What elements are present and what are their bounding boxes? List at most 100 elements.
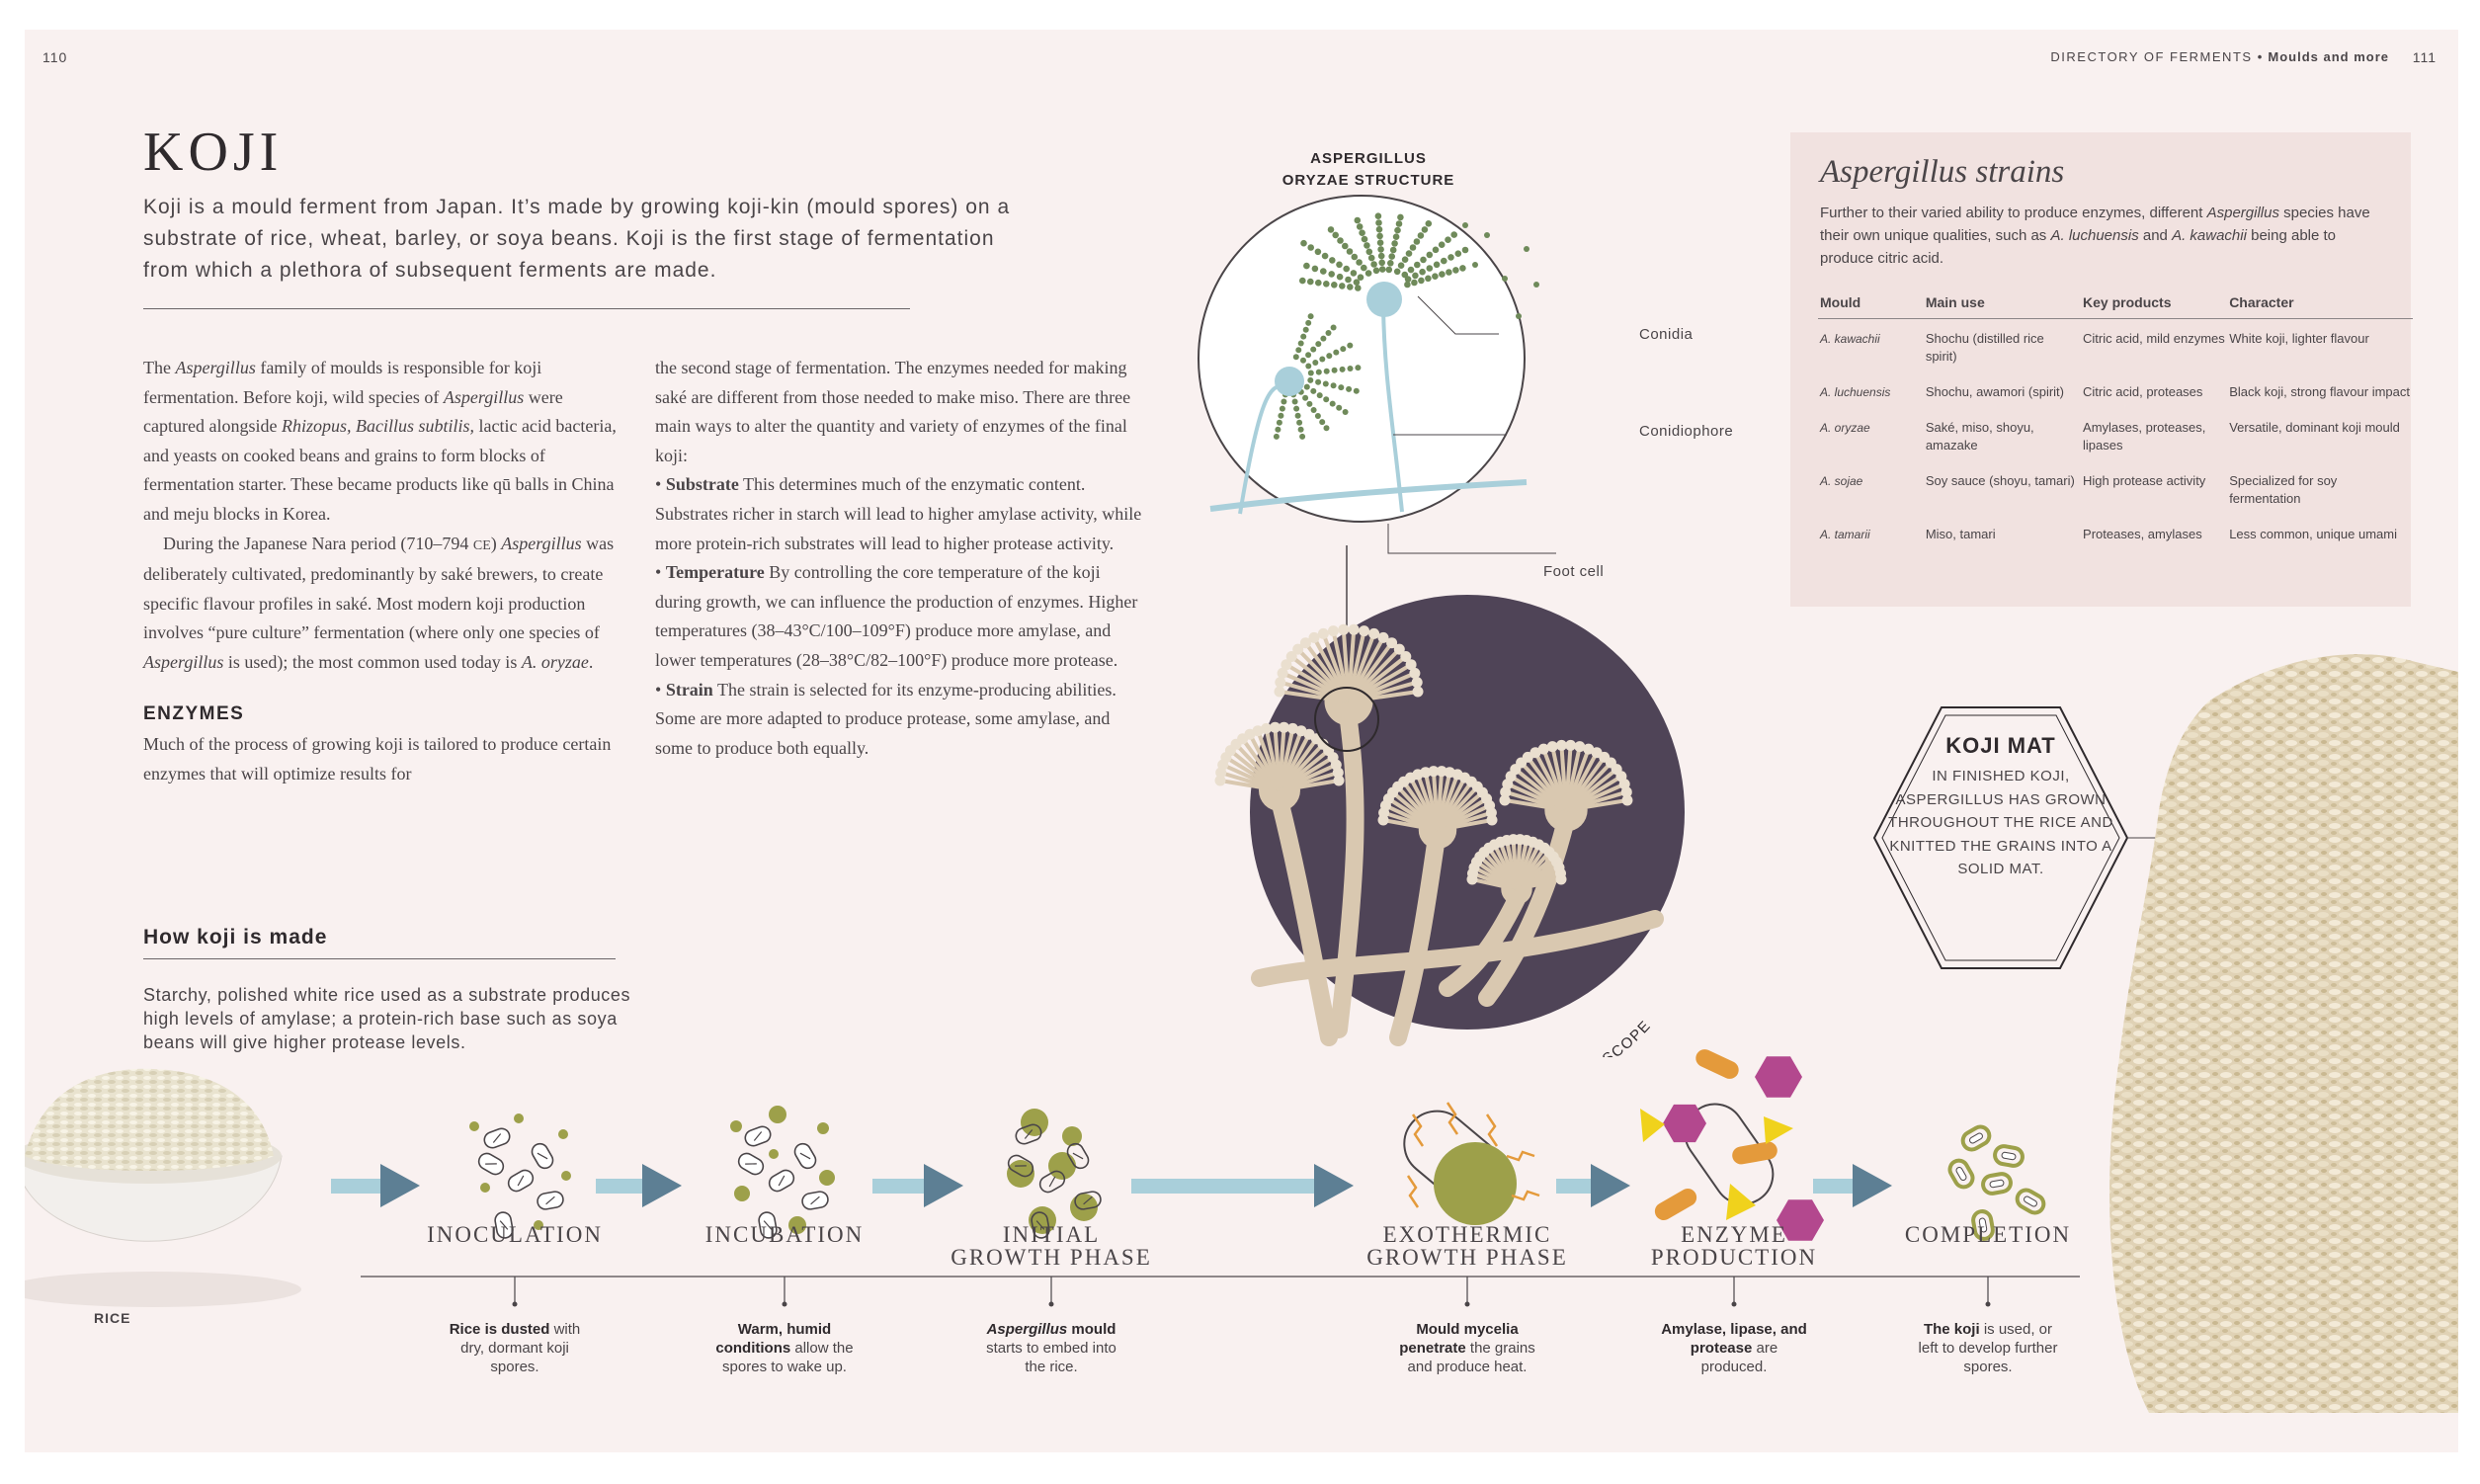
stage-caption: Aspergillus mould starts to embed into t… [933, 1320, 1170, 1376]
stage-name-line1: EXOTHERMIC [1382, 1222, 1552, 1247]
table-cell: White koji, lighter flavour [2229, 331, 2369, 346]
bullet-text: This determines much of the enzymatic co… [655, 474, 1142, 553]
strains-sidebar: Aspergillus strains Further to their var… [1790, 132, 2413, 607]
conidiophore-label: Conidiophore [1639, 423, 1734, 440]
table-cell: Shochu, awamori (spirit) [1925, 384, 2064, 399]
enzyme-bullets: • Substrate This determines much of the … [655, 470, 1149, 763]
table-row: A. tamarii Miso, tamari Proteases, amylase… [1818, 515, 2413, 550]
conidia-leader [1417, 295, 1499, 335]
text-run: Further to their varied ability to produ… [1820, 205, 2207, 221]
running-head: DIRECTORY OF FERMENTS • Moulds and more [2050, 49, 2389, 64]
caption-run: Rice is dusted [449, 1321, 550, 1338]
text-run: lactic acid bacteria, and yeasts on cook… [143, 416, 617, 524]
process-diagram [331, 1049, 2080, 1307]
foot-cell-leader [1387, 524, 1556, 554]
caption-run: Aspergillus [986, 1321, 1068, 1338]
right-folio: 111 [2412, 49, 2437, 65]
intro-rule [143, 308, 910, 309]
conidiophore-illustration [1209, 282, 1528, 515]
zoom-ring [1314, 687, 1379, 752]
bullet-text: By controlling the core temperature of t… [655, 562, 1138, 670]
process-icons [469, 1049, 2046, 1241]
stage-caption: Rice is dusted with dry, dormant koji sp… [396, 1320, 633, 1376]
process-heading: How koji is made [143, 926, 328, 948]
stage-caption: The koji is used, or left to develop fur… [1869, 1320, 2107, 1376]
intro-text: Koji is a mould ferment from Japan. It’s… [143, 196, 1011, 282]
running-head-bullet: • [2257, 49, 2264, 64]
caption-run: Warm, humid conditions [715, 1321, 832, 1357]
table-body: A. kawachii Shochu (distilled rice spirit… [1818, 319, 2413, 551]
koji-mat-text: IN FINISHED KOJI, ASPERGILLUS HAS GROWN … [1888, 768, 2113, 877]
caption-run: Amylase, lipase, and protease [1661, 1321, 1807, 1357]
stage-name: INCUBATION [646, 1223, 923, 1246]
enzymes-text: Much of the process of growing koji is t… [143, 734, 612, 783]
diagram-heading-line2: ORYZAE STRUCTURE [1281, 172, 1455, 189]
stage-name-line2: GROWTH PHASE [951, 1245, 1152, 1270]
stage-caption: Amylase, lipase, and protease are produc… [1615, 1320, 1853, 1376]
italic-term: Aspergillus [2206, 205, 2279, 221]
rice-bowl-photo [25, 1068, 301, 1307]
col1-paragraphs: The Aspergillus family of moulds is resp… [143, 354, 627, 678]
body-column-2: the second stage of fermentation. The en… [655, 354, 1149, 763]
table-cell: Amylases, proteases, lipases [2083, 420, 2206, 453]
text-run: During the Japanese Nara period (710–794 [163, 533, 473, 553]
table-cell: Specialized for soy fermentation [2229, 473, 2338, 506]
italic-term: Aspergillus [443, 386, 525, 407]
hex-outer [1872, 706, 2129, 969]
table-cell: Less common, unique umami [2229, 527, 2397, 541]
text-run: ) [490, 533, 502, 553]
table-cell: Citric acid, mild enzymes [2083, 331, 2225, 346]
bullet-term: Substrate [665, 474, 739, 495]
table-row: A. kawachii Shochu (distilled rice spirit… [1818, 319, 2413, 373]
bullet-mark: • [655, 562, 666, 583]
sidebar-intro: Further to their varied ability to produ… [1820, 202, 2393, 270]
bullet-item: • Substrate This determines much of the … [655, 470, 1149, 558]
caption-run: with dry, dormant koji spores. [460, 1321, 581, 1375]
table-cell: Soy sauce (shoyu, tamari) [1925, 473, 2075, 488]
stage-name: COMPLETION [1850, 1223, 2126, 1246]
enzymes-heading: ENZYMES [143, 702, 245, 724]
text-run: were captured alongside [143, 386, 563, 437]
table-cell: A. sojae [1820, 474, 1863, 488]
sidebar-title: Aspergillus strains [1820, 154, 2065, 190]
table-cell: Proteases, amylases [2083, 527, 2202, 541]
stage-name-line1: COMPLETION [1904, 1222, 2072, 1247]
bullet-mark: • [655, 679, 666, 700]
process-text: Starchy, polished white rice used as a s… [143, 985, 631, 1052]
timeline-ticks [512, 1277, 1991, 1307]
stage-caption: Mould mycelia penetrate the grains and p… [1349, 1320, 1586, 1376]
stage-name-line1: INCUBATION [704, 1222, 865, 1247]
text-run: . [588, 651, 594, 672]
italic-term: Aspergillus [501, 533, 582, 553]
table-cell: Shochu (distilled rice spirit) [1925, 331, 2044, 364]
bullet-item: • Temperature By controlling the core te… [655, 558, 1149, 675]
process-arrows [331, 1164, 1892, 1207]
conidia-cluster-large [1299, 212, 1539, 319]
body-column-1: The Aspergillus family of moulds is resp… [143, 354, 627, 788]
col2-intro: the second stage of fermentation. The en… [655, 358, 1131, 465]
text-run: CE [472, 537, 491, 553]
italic-term: Rhizopus, Bacillus subtilis, [281, 416, 474, 437]
text-run: species have their own unique qualities,… [1820, 205, 2370, 244]
text-run: being able to produce citric acid. [1820, 227, 2337, 267]
foot-cell-label: Foot cell [1543, 563, 1605, 580]
table-cell: Miso, tamari [1925, 527, 1996, 541]
koji-block-photo [2109, 654, 2458, 1413]
diagram-heading: ASPERGILLUS ORYZAE STRUCTURE [1260, 148, 1477, 192]
table-cell: Versatile, dominant koji mould [2229, 420, 2400, 435]
left-folio: 110 [42, 49, 68, 65]
running-head-chapter: Moulds and more [2268, 49, 2389, 64]
page-title: KOJI [143, 122, 284, 183]
text-run: family of moulds is responsible for koji… [143, 358, 542, 407]
table-cell: Black koji, strong flavour impact [2229, 384, 2410, 399]
table-cell: A. kawachii [1820, 332, 1880, 346]
bullet-term: Strain [665, 679, 713, 700]
table-cell: A. tamarii [1820, 528, 1870, 541]
koji-mat-callout: KOJI MAT IN FINISHED KOJI, ASPERGILLUS H… [1882, 733, 2119, 881]
stage-name-line1: ENZYME [1681, 1222, 1787, 1247]
koji-block [2109, 654, 2458, 1413]
